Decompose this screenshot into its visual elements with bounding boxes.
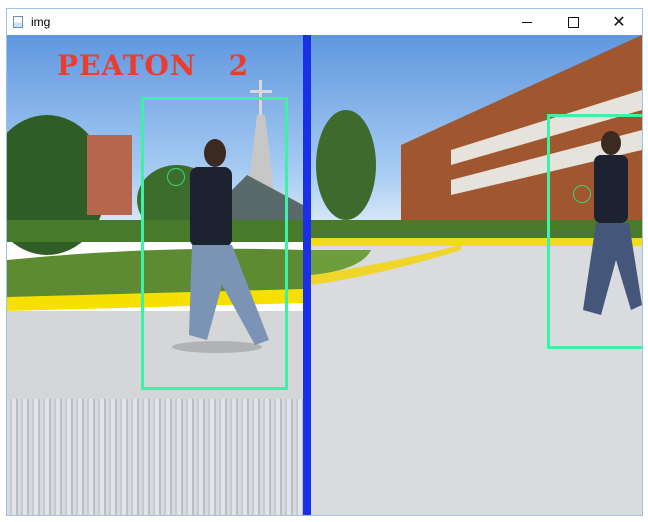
- detection-box-1: [141, 97, 288, 390]
- pedestrian-legs: [189, 245, 269, 345]
- tree-left: [7, 115, 107, 255]
- detection-box-2: [547, 114, 642, 349]
- pedestrian-2-torso: [594, 155, 628, 223]
- maximize-button[interactable]: [550, 9, 596, 35]
- curb-right: [311, 238, 642, 246]
- yellow-curb-right: [311, 245, 461, 285]
- centroid-marker-2: [573, 185, 591, 203]
- window-controls: ✕: [504, 9, 642, 35]
- pedestrian-head: [204, 139, 226, 167]
- building-balcony-2: [451, 130, 642, 195]
- right-scene: [311, 35, 642, 515]
- close-icon: ✕: [612, 14, 626, 31]
- window-icon: [13, 16, 23, 28]
- flowerbed-right: [311, 250, 371, 275]
- corrupted-region: [7, 399, 303, 515]
- building-left: [87, 135, 132, 215]
- pedestrian-shadow: [172, 341, 262, 353]
- label-text: PEATON: [57, 49, 197, 82]
- right-camera-frame: [311, 35, 642, 515]
- divider-line: [303, 35, 311, 515]
- pedestrian-torso: [190, 167, 232, 247]
- pedestrian-count-label: PEATON 2: [57, 49, 249, 82]
- app-window: img ✕: [6, 8, 643, 516]
- window-title: img: [31, 15, 51, 29]
- label-count: 2: [228, 49, 250, 82]
- image-canvas: PEATON 2: [7, 35, 642, 515]
- left-camera-frame: [7, 35, 303, 515]
- centroid-marker-1: [167, 168, 185, 186]
- pedestrian-2-legs: [583, 223, 642, 315]
- maximize-icon: [567, 16, 579, 28]
- minimize-icon: [522, 21, 532, 23]
- tree-right-1: [316, 110, 376, 220]
- cross-bar: [250, 90, 272, 93]
- close-button[interactable]: ✕: [596, 9, 642, 35]
- title-bar[interactable]: img ✕: [7, 9, 642, 35]
- pedestrian-2-head: [601, 131, 621, 155]
- left-scene: [7, 80, 303, 399]
- minimize-button[interactable]: [504, 9, 550, 35]
- hedge-right: [311, 220, 642, 238]
- building-balcony-1: [451, 90, 642, 165]
